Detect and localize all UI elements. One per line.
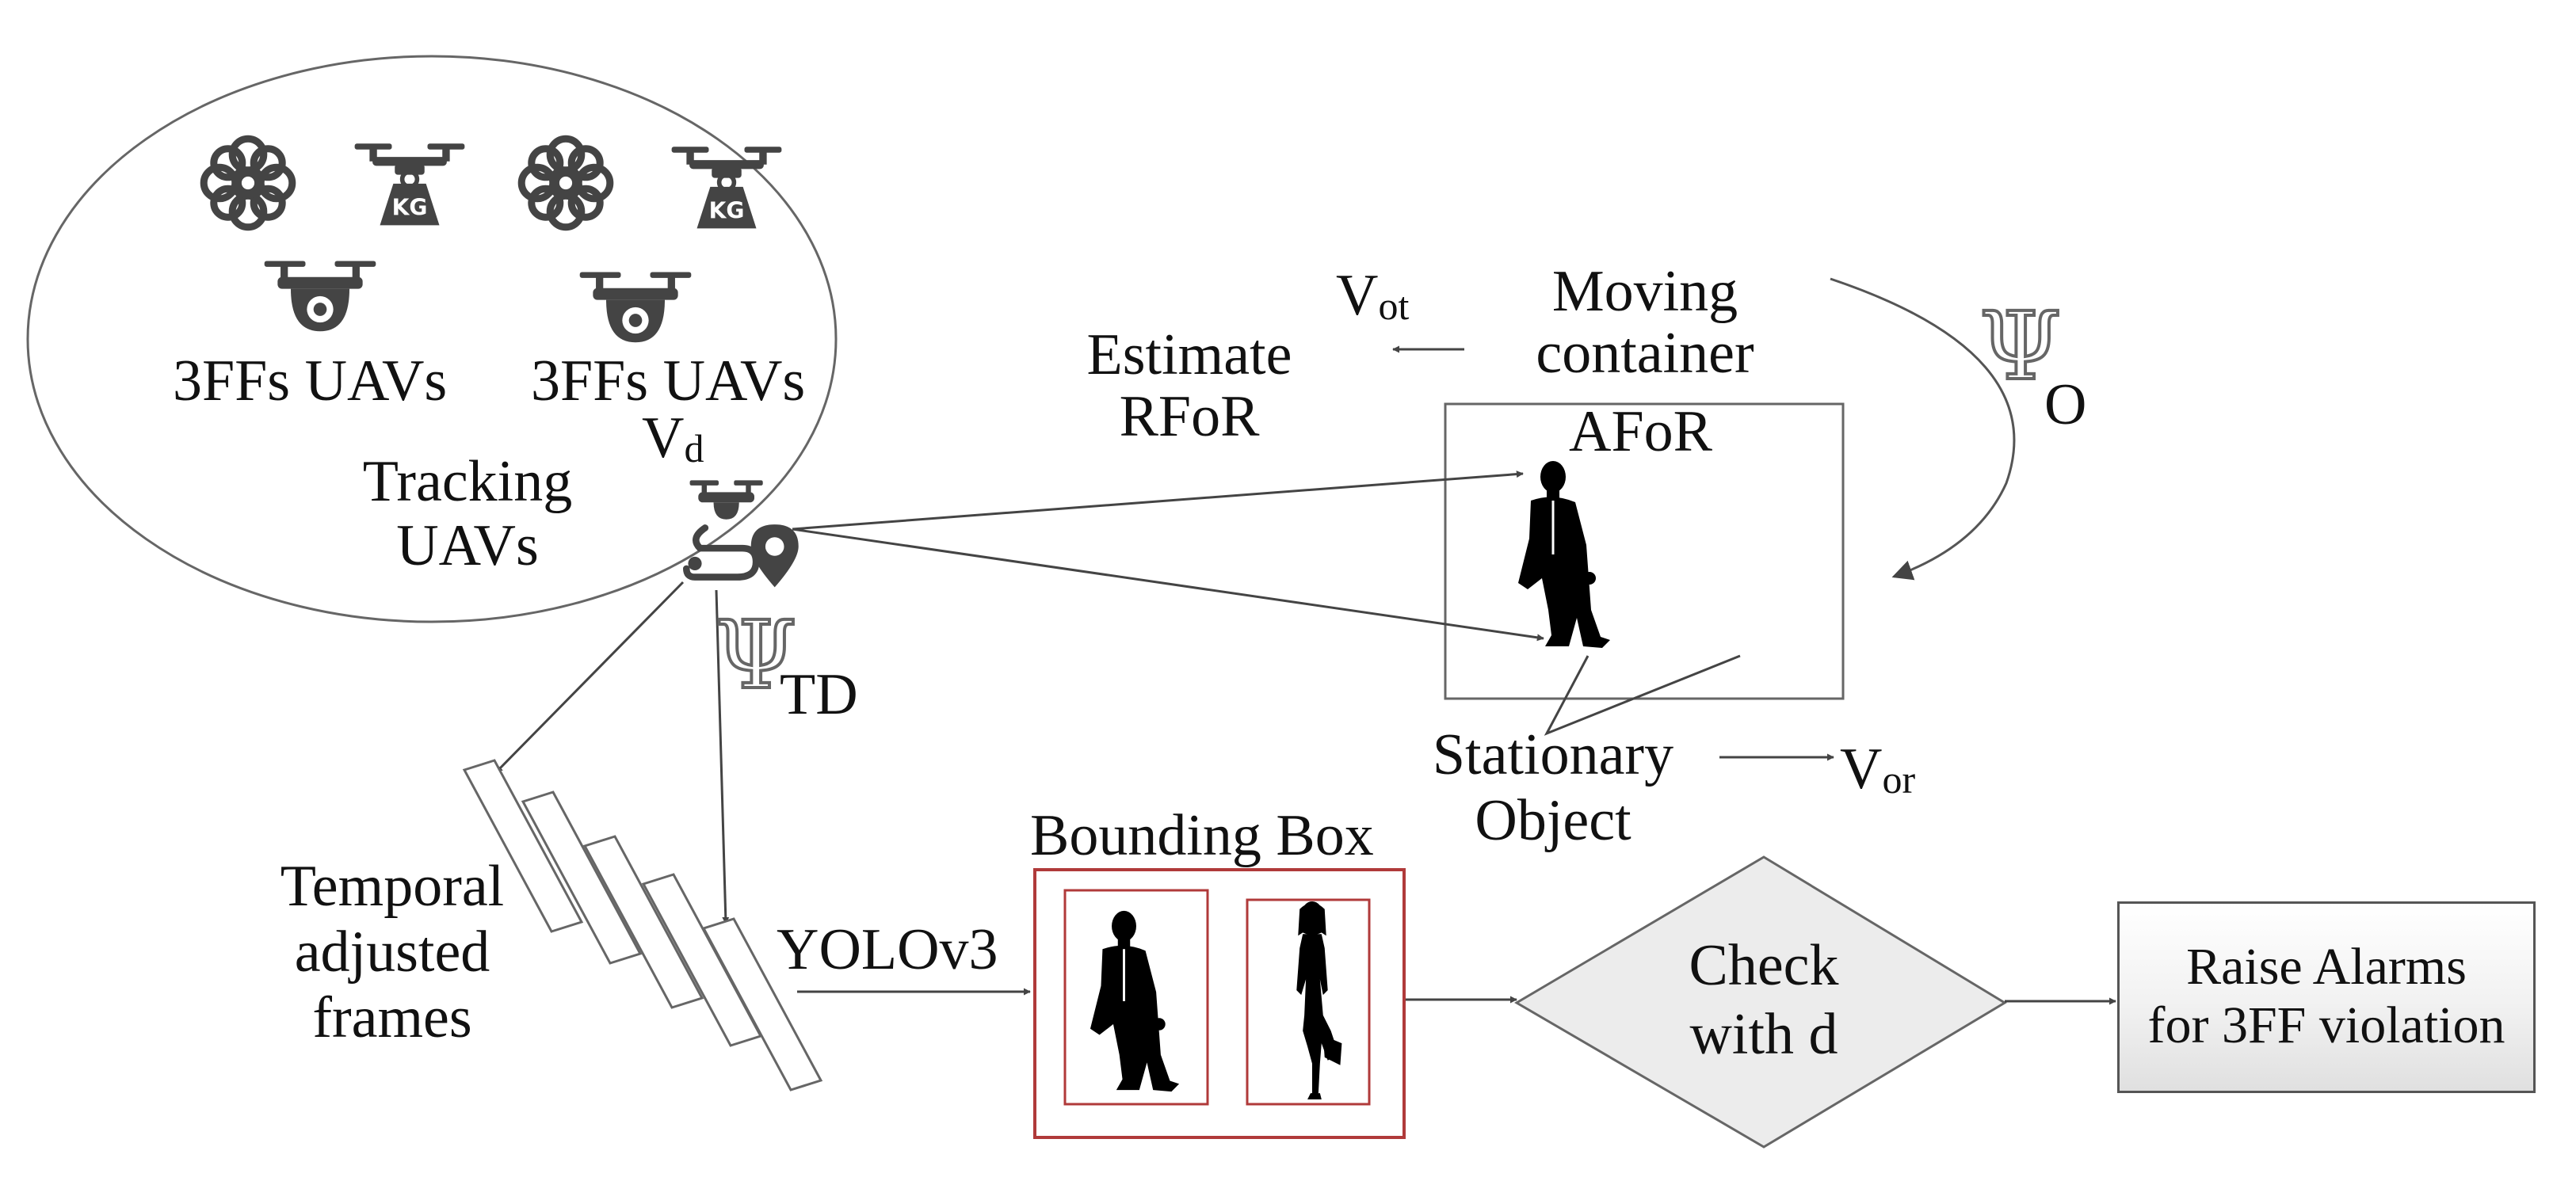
estimate-line2: RFoR bbox=[1119, 383, 1260, 449]
bounding-box-outer bbox=[1033, 868, 1406, 1139]
bounding-box-woman bbox=[1246, 898, 1371, 1106]
woman-silhouette-icon bbox=[1296, 901, 1342, 1100]
tracking-drone-icon bbox=[686, 480, 798, 587]
stationary-line2: Object bbox=[1475, 787, 1631, 853]
psi-o-symbol: Ψ bbox=[1978, 291, 2063, 401]
vd-label: Vd bbox=[642, 409, 704, 468]
stationary-object-label: Stationary Object bbox=[1402, 722, 1704, 854]
flower-drone-icon bbox=[521, 139, 610, 227]
arrow-to-head bbox=[792, 470, 1524, 531]
moving-container-label: Moving container bbox=[1494, 261, 1796, 384]
bounding-box-title: Bounding Box bbox=[1030, 803, 1374, 868]
kg-drone-icon bbox=[355, 143, 465, 225]
arrow-to-frames-right bbox=[715, 589, 730, 924]
uav-group-label: 3FFs UAVs bbox=[531, 349, 806, 413]
tracking-line1: Tracking bbox=[362, 449, 573, 514]
arrow-to-frames-left bbox=[494, 581, 685, 774]
afor-frame bbox=[1444, 402, 1845, 700]
vd-sub: d bbox=[684, 426, 704, 470]
check-line1: Check bbox=[1689, 933, 1839, 998]
uav-group-ellipse bbox=[26, 55, 838, 623]
camera-drone-icon bbox=[264, 261, 376, 332]
raise-alarm-label: Raise Alarms for 3FF violation bbox=[2117, 938, 2536, 1055]
moving-line1: Moving bbox=[1551, 259, 1738, 324]
temporal-line1: Temporal bbox=[280, 854, 505, 919]
man-silhouette-icon bbox=[1089, 909, 1181, 1093]
psi-td-symbol: Ψ bbox=[713, 600, 799, 710]
vot-main: V bbox=[1336, 263, 1379, 328]
raise-alarm-box bbox=[2117, 901, 2536, 1093]
vor-main: V bbox=[1840, 737, 1883, 802]
vor-label: Vor bbox=[1840, 740, 1915, 799]
kg-drone-icon bbox=[672, 147, 782, 228]
moving-line2: container bbox=[1536, 320, 1754, 386]
afor-label: AFoR bbox=[1569, 399, 1712, 464]
stationary-line1: Stationary bbox=[1432, 722, 1674, 787]
stationary-object-lines bbox=[1544, 654, 1741, 736]
uav-group-label: 3FFs UAVs bbox=[173, 349, 448, 413]
alarm-line1: Raise Alarms bbox=[2186, 938, 2467, 996]
estimate-line1: Estimate bbox=[1086, 322, 1292, 387]
temporal-frames-label: Temporal adjusted frames bbox=[246, 854, 539, 1051]
yolo-label: YOLOv3 bbox=[777, 917, 998, 982]
check-diamond bbox=[1514, 855, 2007, 1149]
psi-o-sub: O bbox=[2044, 372, 2087, 437]
bounding-box-man bbox=[1063, 889, 1209, 1106]
tracking-line2: UAVs bbox=[396, 513, 539, 579]
tracking-uavs-label: Tracking UAVs bbox=[349, 449, 586, 579]
vot-label: Vot bbox=[1336, 266, 1409, 326]
arrow-to-feet bbox=[792, 528, 1544, 642]
walking-man-silhouette-icon bbox=[1517, 459, 1612, 650]
psi-o-arrow bbox=[1830, 277, 2016, 581]
psi-td-sub: TD bbox=[780, 662, 858, 727]
check-line2: with d bbox=[1689, 1002, 1838, 1068]
vot-sub: ot bbox=[1378, 284, 1410, 328]
check-label: Check with d bbox=[1629, 931, 1899, 1070]
vor-sub: or bbox=[1882, 757, 1916, 802]
estimate-rfor-label: Estimate RFoR bbox=[1059, 322, 1320, 449]
temporal-frames bbox=[462, 759, 823, 1091]
vd-main: V bbox=[642, 406, 685, 470]
camera-drone-icon bbox=[579, 272, 692, 343]
flower-drone-icon bbox=[204, 139, 292, 227]
alarm-line2: for 3FF violation bbox=[2147, 996, 2505, 1054]
temporal-line3: frames bbox=[312, 985, 472, 1050]
temporal-line2: adjusted bbox=[294, 919, 490, 985]
